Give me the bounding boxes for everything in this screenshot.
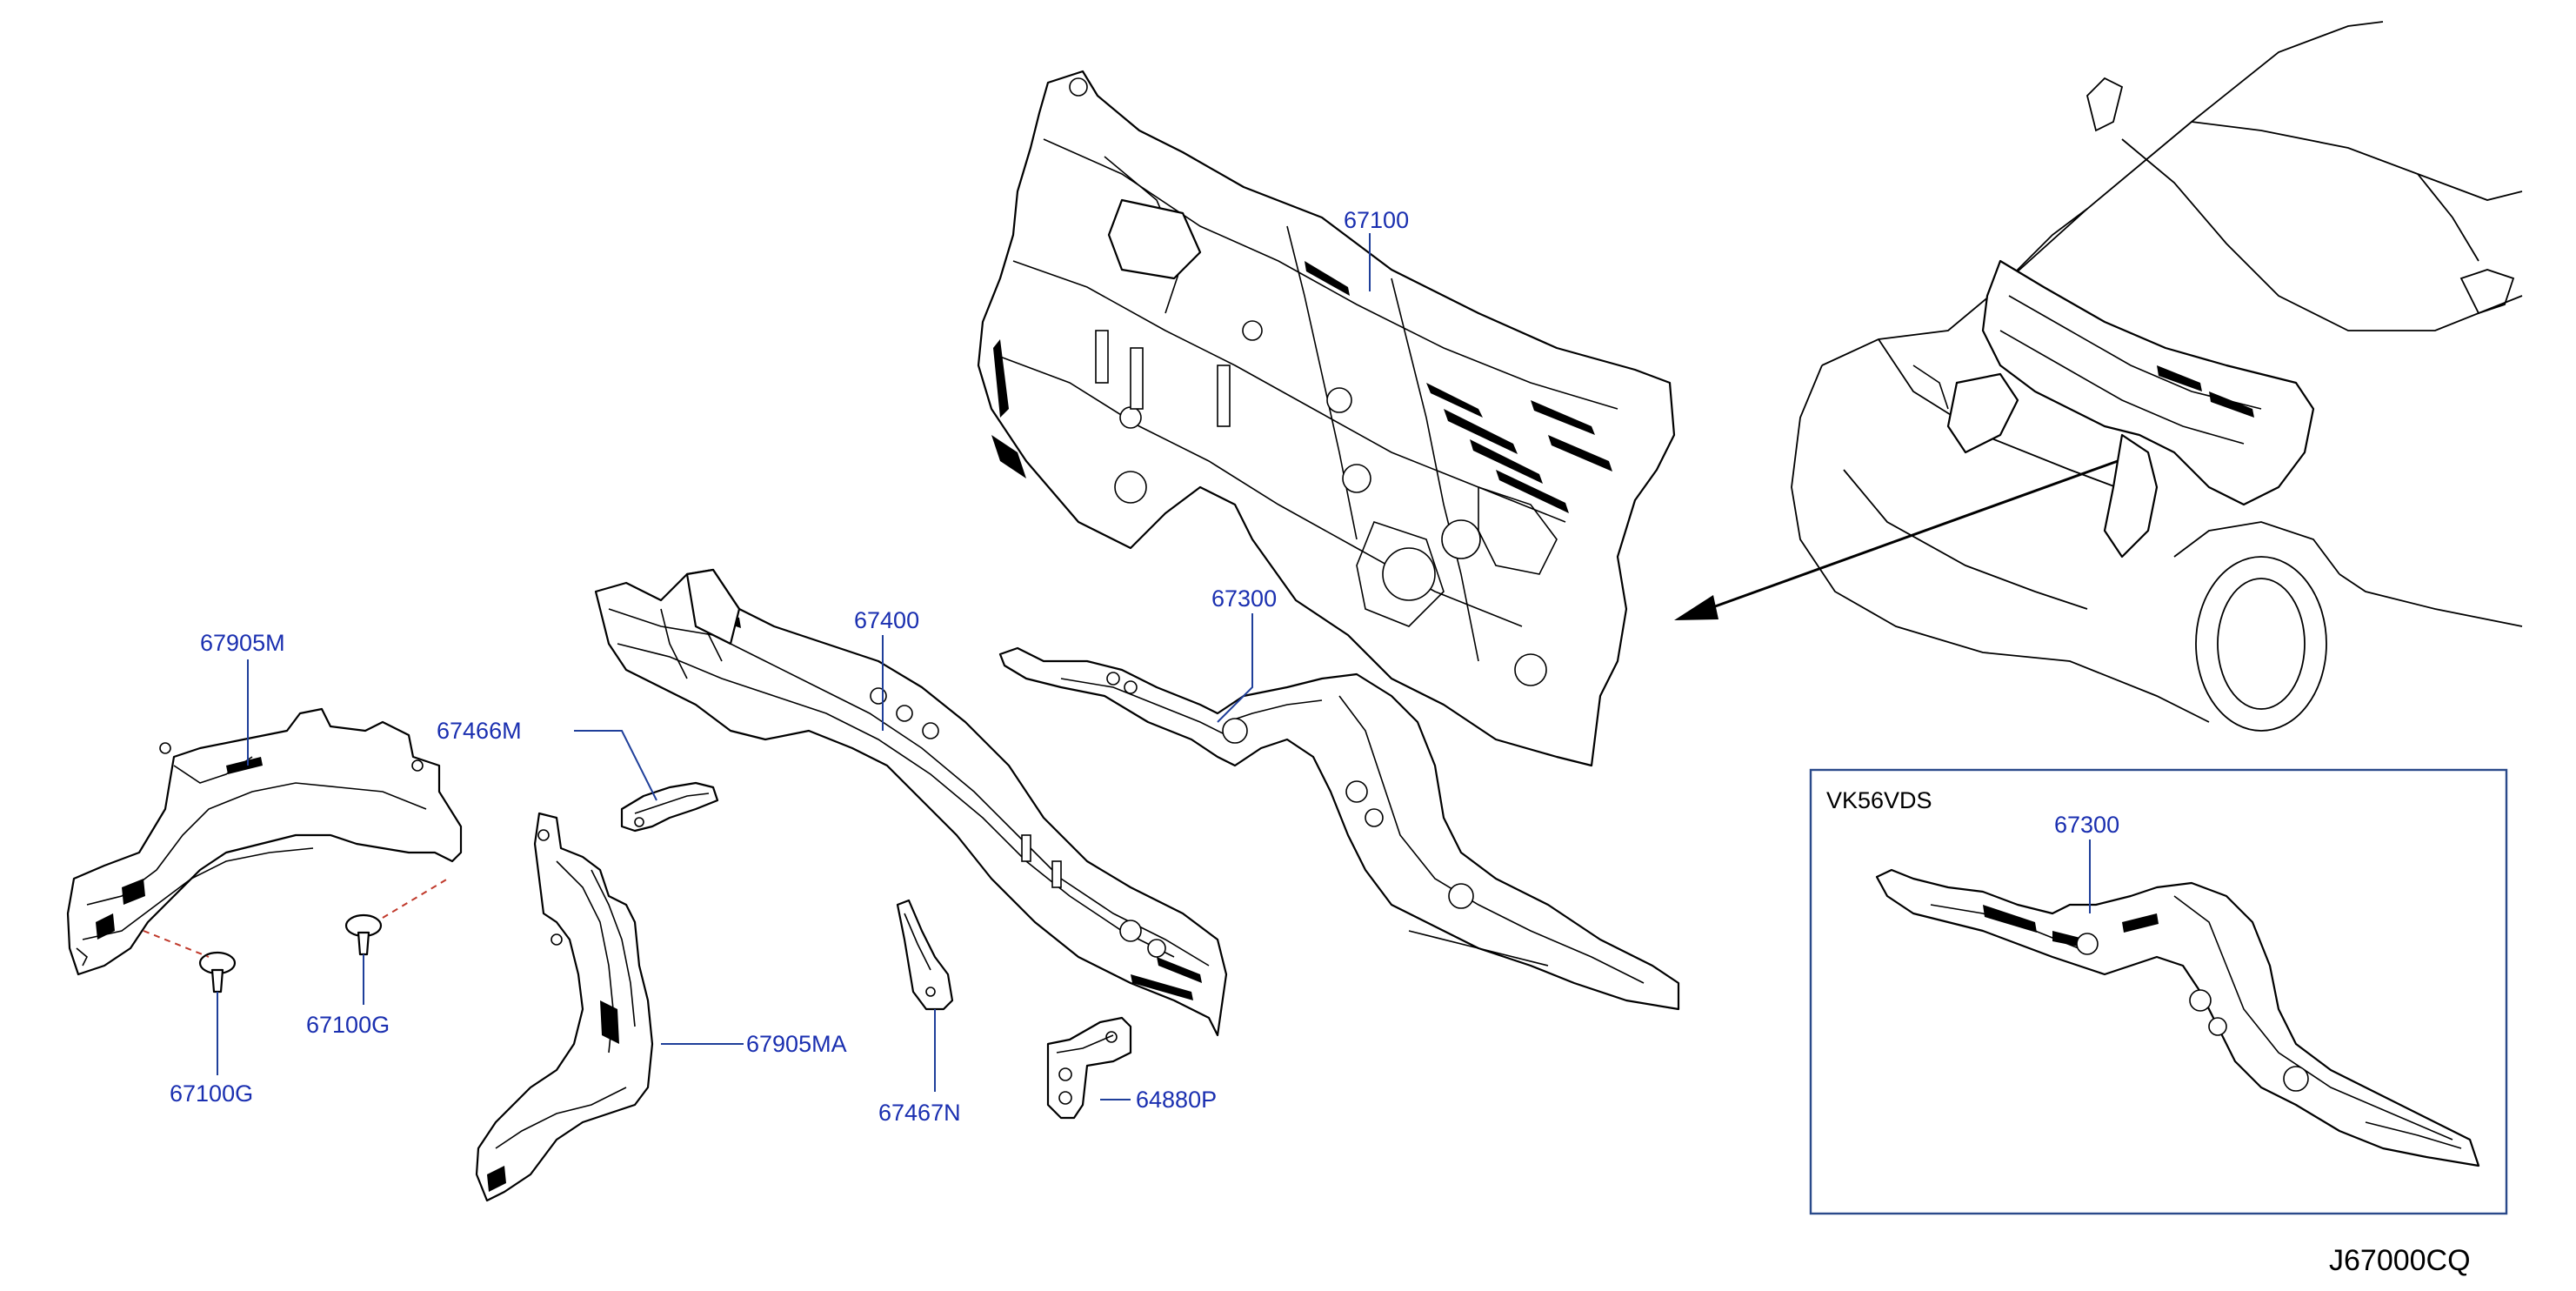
diagram-code: J67000CQ bbox=[2329, 1244, 2471, 1277]
label-bracket-p: 64880P bbox=[1136, 1087, 1217, 1113]
cowl-top-part bbox=[594, 568, 1228, 1037]
label-insulator-ma: 67905MA bbox=[746, 1031, 847, 1057]
label-insulator-m: 67905M bbox=[200, 630, 285, 656]
label-clip-right: 67100G bbox=[306, 1012, 390, 1038]
label-bracket-n: 67467N bbox=[878, 1100, 961, 1126]
label-clip-left: 67100G bbox=[170, 1080, 253, 1107]
label-dash-panel: 67100 bbox=[1344, 207, 1409, 233]
insulator-m-part bbox=[66, 707, 463, 976]
label-bracket-m: 67466M bbox=[437, 718, 522, 744]
clip-right-part bbox=[344, 913, 383, 956]
label-inset-lower-dash: 67300 bbox=[2054, 812, 2119, 838]
clip-left-guide-line bbox=[143, 930, 210, 958]
locator-arrow bbox=[1674, 459, 2119, 620]
inset-title: VK56VDS bbox=[1826, 787, 1932, 813]
insulator-ma-part bbox=[475, 812, 654, 1202]
clip-left-part bbox=[198, 951, 237, 993]
dash-panel-part bbox=[977, 70, 1676, 767]
lower-dash-part bbox=[998, 646, 1680, 1011]
label-lower-dash: 67300 bbox=[1211, 585, 1277, 612]
bracket-n-part bbox=[896, 899, 954, 1011]
clip-right-guide-line bbox=[382, 878, 449, 919]
bracket-p-part bbox=[1046, 1016, 1132, 1120]
bracket-m-part bbox=[620, 781, 719, 833]
vehicle-locator-illustration bbox=[1791, 21, 2523, 732]
variant-inset-box bbox=[1809, 768, 2508, 1215]
label-cowl-top: 67400 bbox=[854, 607, 919, 633]
leader-lines bbox=[217, 233, 2091, 1100]
